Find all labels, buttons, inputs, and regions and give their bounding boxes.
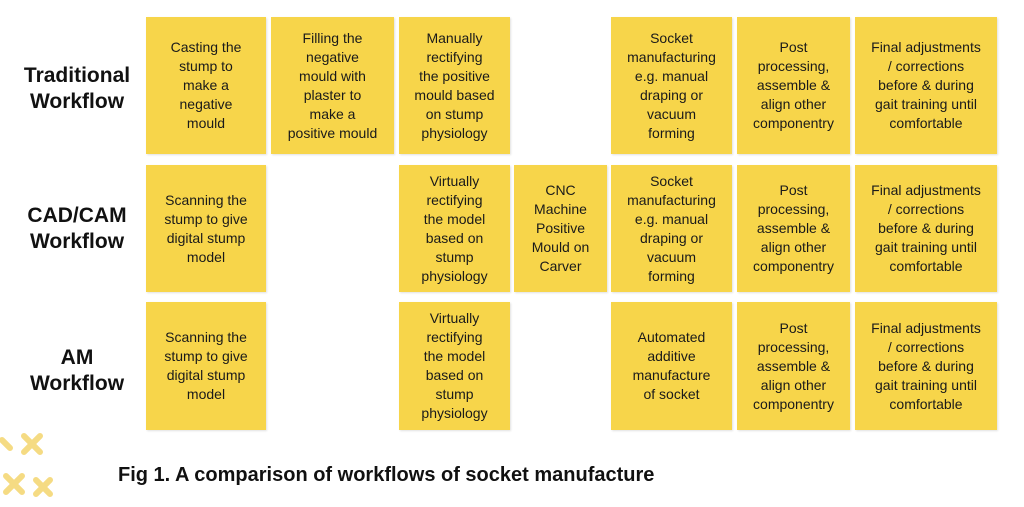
box-cadcam-socket: Socket manufacturing e.g. manual draping… bbox=[611, 165, 732, 292]
box-cadcam-scanning: Scanning the stump to give digital stump… bbox=[146, 165, 266, 292]
box-am-final: Final adjustments / corrections before &… bbox=[855, 302, 997, 430]
box-cadcam-cnc: CNC Machine Positive Mould on Carver bbox=[514, 165, 607, 292]
box-am-automated: Automated additive manufacture of socket bbox=[611, 302, 732, 430]
box-am-rectifying: Virtually rectifying the model based on … bbox=[399, 302, 510, 430]
row-label-am: AM Workflow bbox=[29, 346, 125, 395]
box-cadcam-post: Post processing, assemble & align other … bbox=[737, 165, 850, 292]
figure-caption: Fig 1. A comparison of workflows of sock… bbox=[118, 464, 655, 486]
box-traditional-filling: Filling the negative mould with plaster … bbox=[271, 17, 394, 154]
box-am-scanning: Scanning the stump to give digital stump… bbox=[146, 302, 266, 430]
row-label-traditional: Traditional Workflow bbox=[23, 64, 131, 113]
cross-pattern-decoration bbox=[0, 433, 53, 497]
box-am-post: Post processing, assemble & align other … bbox=[737, 302, 850, 430]
box-cadcam-final: Final adjustments / corrections before &… bbox=[855, 165, 997, 292]
box-traditional-rectifying: Manually rectifying the positive mould b… bbox=[399, 17, 510, 154]
box-traditional-post: Post processing, assemble & align other … bbox=[737, 17, 850, 154]
row-label-cadcam: CAD/CAM Workflow bbox=[27, 204, 127, 253]
box-traditional-casting: Casting the stump to make a negative mou… bbox=[146, 17, 266, 154]
box-traditional-socket: Socket manufacturing e.g. manual draping… bbox=[611, 17, 732, 154]
box-traditional-final: Final adjustments / corrections before &… bbox=[855, 17, 997, 154]
box-cadcam-rectifying: Virtually rectifying the model based on … bbox=[399, 165, 510, 292]
